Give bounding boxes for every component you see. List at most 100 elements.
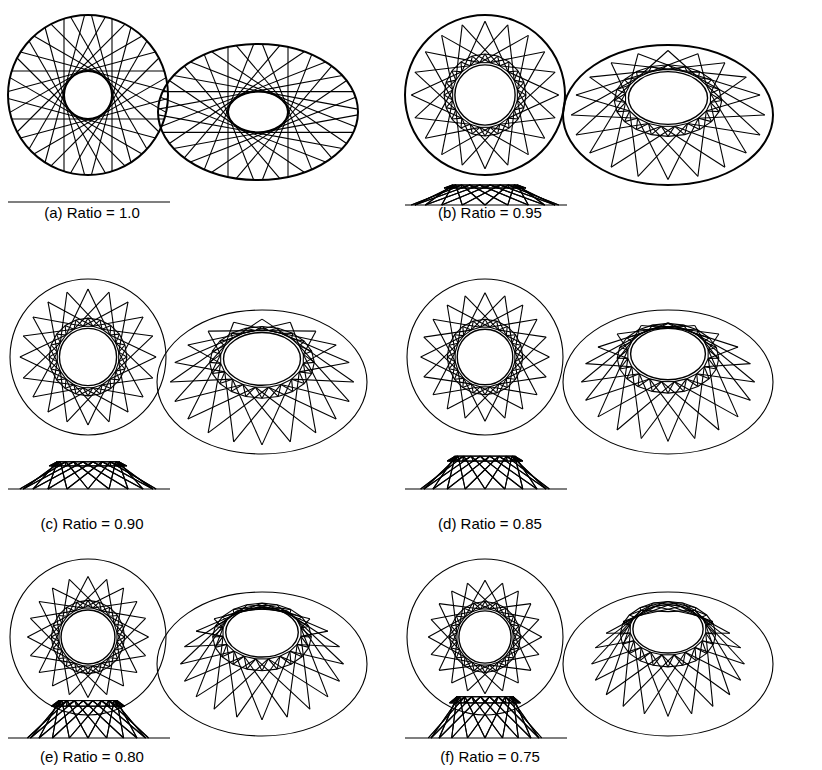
strut [48, 302, 57, 352]
strut [303, 363, 316, 432]
strut [473, 319, 485, 321]
strut [83, 302, 128, 326]
strut [65, 385, 74, 389]
strut [227, 47, 228, 177]
strut [512, 633, 513, 642]
strut [509, 119, 518, 128]
strut-side [481, 697, 519, 738]
strut [262, 44, 311, 169]
strut [708, 350, 709, 359]
strut [204, 55, 253, 180]
strut [464, 662, 472, 665]
strut-side [411, 185, 462, 205]
strut [117, 642, 124, 686]
strut [514, 80, 524, 82]
strut [510, 624, 518, 626]
strut [66, 663, 74, 667]
strut [415, 118, 470, 124]
strut [184, 66, 279, 178]
strut [93, 608, 102, 611]
strut-side [48, 462, 93, 489]
strut [102, 329, 153, 336]
strut [662, 655, 668, 667]
outer-ring [407, 279, 563, 435]
strut [210, 362, 213, 373]
panel-caption: (e) Ratio = 0.80 [40, 749, 144, 766]
strut [454, 335, 458, 343]
strut [719, 89, 722, 100]
strut [576, 95, 630, 111]
strut [220, 354, 221, 363]
inner-ring [457, 329, 513, 385]
outer-ring [10, 279, 166, 435]
strut [650, 379, 662, 382]
strut [233, 651, 234, 664]
strut-side [464, 456, 485, 489]
strut-side [123, 706, 125, 707]
strut [93, 601, 137, 608]
outer-ring [8, 15, 168, 175]
strut [442, 127, 490, 154]
strut [498, 612, 539, 620]
strut [485, 293, 506, 336]
strut [500, 66, 555, 72]
strut-side [510, 697, 518, 703]
strut [636, 118, 637, 129]
strut [212, 52, 347, 144]
strut [60, 292, 67, 343]
strut [425, 52, 452, 100]
strut [114, 618, 145, 650]
strut [52, 666, 92, 686]
strut-side [49, 465, 51, 466]
strut [517, 52, 544, 100]
strut [208, 387, 268, 433]
strut [638, 118, 649, 123]
strut [508, 110, 514, 165]
strut [617, 358, 619, 369]
strut [83, 666, 123, 686]
strut [262, 659, 268, 671]
strut [706, 625, 730, 695]
strut [650, 379, 653, 391]
strut-side [447, 456, 490, 489]
strut [508, 70, 518, 72]
strut [485, 393, 497, 395]
strut-side [521, 461, 523, 462]
strut [268, 659, 277, 669]
strut [175, 363, 225, 372]
strut [232, 319, 262, 338]
strut [629, 608, 640, 615]
strut-side [48, 462, 57, 489]
outer-ring-perspective [157, 310, 367, 454]
strut [606, 632, 630, 633]
strut [668, 601, 683, 603]
strut [292, 379, 293, 391]
strut [695, 647, 696, 660]
strut [661, 63, 725, 70]
strut [514, 352, 515, 361]
strut-side [442, 185, 453, 205]
panel-drawing [8, 15, 358, 202]
strut [221, 363, 225, 372]
strut [627, 350, 628, 359]
strut [617, 382, 674, 430]
strut-side [458, 456, 465, 489]
strut-side [444, 187, 446, 188]
strut [299, 363, 303, 372]
strut [234, 651, 244, 656]
strut [225, 322, 234, 346]
strut [101, 611, 145, 618]
strut [88, 379, 110, 425]
strut [247, 603, 262, 605]
strut-side [464, 702, 474, 703]
strut [505, 296, 512, 343]
strut [57, 343, 60, 352]
strut-side [490, 456, 537, 489]
strut [110, 659, 118, 667]
strut [630, 54, 638, 85]
strut [196, 605, 256, 631]
outer-ring-perspective [563, 310, 773, 454]
strut [505, 617, 510, 624]
strut [447, 357, 449, 369]
strut [485, 378, 506, 421]
